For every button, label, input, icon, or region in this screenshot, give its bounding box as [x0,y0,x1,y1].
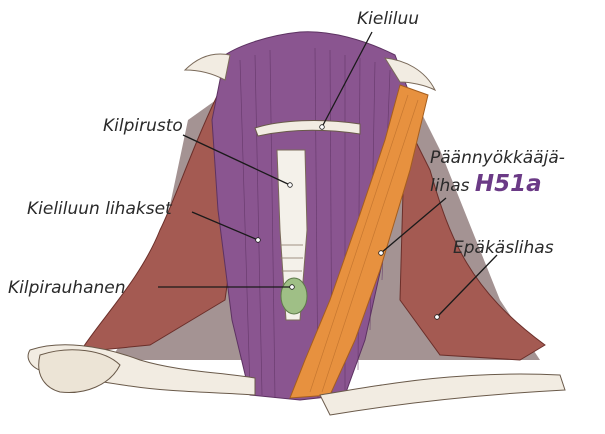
label-lihas: lihas [430,176,470,196]
label-kieliluun-lihakset: Kieliluun lihakset [27,199,172,219]
label-kilpirusto: Kilpirusto [103,116,183,136]
thyroid-gland [281,278,307,314]
label-kilpirauhanen: Kilpirauhanen [8,278,126,298]
clavicle-right [320,374,565,415]
code-badge: H51a [475,171,542,197]
label-kieliluu: Kieliluu [357,9,419,29]
label-paannyokkaaja-line2: lihas H51a [430,174,542,196]
left-jaw-flap [185,54,230,80]
label-paannyokkaaja-line1: Päännyökkääjä- [430,148,565,168]
label-epakaslihas: Epäkäslihas [453,238,554,258]
shoulder-bone-left [39,350,120,393]
